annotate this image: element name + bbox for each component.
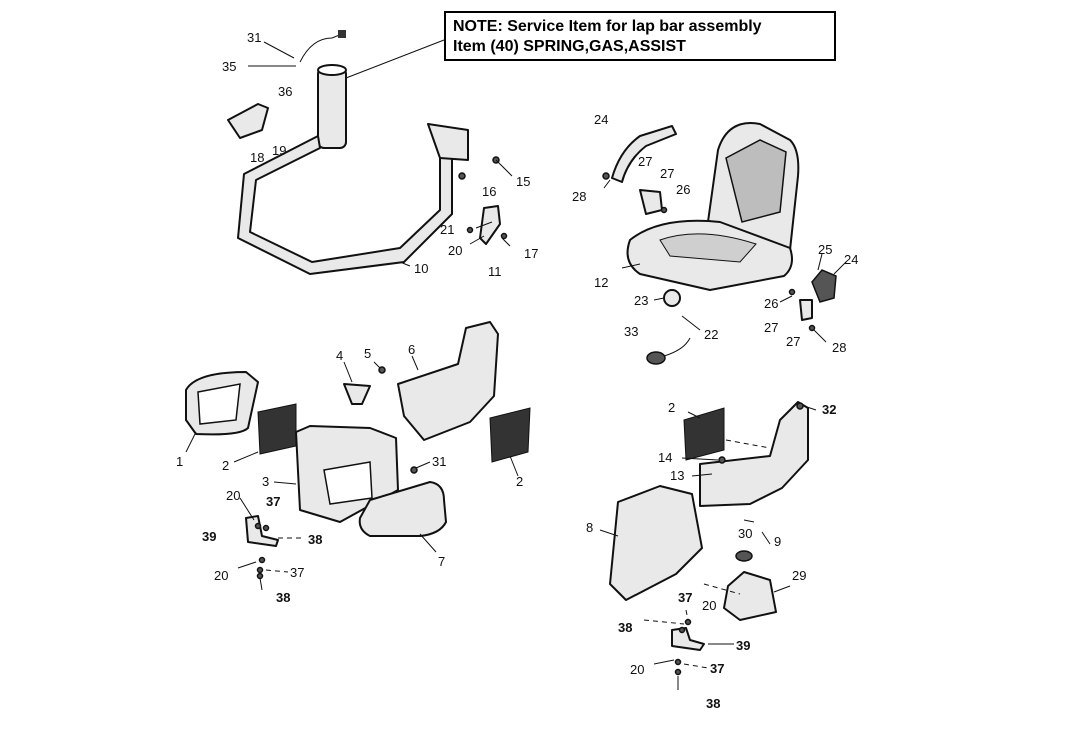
callout-26-b: 26 [764,296,778,311]
callout-7: 7 [438,554,445,569]
bracket-27 [639,189,663,215]
joystick-base-29 [723,571,777,621]
callout-2-rc: 2 [668,400,675,415]
callout-20-b: 20 [214,568,228,583]
callout-24-b: 24 [844,252,858,267]
left-console-assembly: 4 5 6 1 2 3 31 2 7 20 37 39 38 20 37 38 [176,321,531,605]
callout-37-rc-b: 37 [710,661,724,676]
callout-38-rc-b: 38 [706,696,720,711]
service-note-line-1: NOTE: Service Item for lap bar assembly [453,18,762,35]
callout-38: 38 [308,532,322,547]
bracket-27-right [799,299,813,321]
callout-33: 33 [624,324,638,339]
callout-8: 8 [586,520,593,535]
service-note-box: NOTE: Service Item for lap bar assembly … [444,11,836,61]
callout-31-left: 31 [432,454,446,469]
callout-28-b: 28 [832,340,846,355]
callout-17: 17 [524,246,538,261]
seat-assembly: 24 27 27 26 28 12 25 24 23 26 27 22 27 2… [572,112,858,365]
callout-35: 35 [222,59,236,74]
callout-25: 25 [818,242,832,257]
callout-20: 20 [448,243,462,258]
callout-27-d: 27 [786,334,800,349]
callout-38-rc: 38 [618,620,632,635]
wire-harness [299,33,343,63]
knob-30 [735,550,753,562]
callout-4: 4 [336,348,343,363]
callout-23: 23 [634,293,648,308]
callout-24: 24 [594,112,608,127]
console-body-8 [609,485,703,601]
callout-31: 31 [247,30,261,45]
callout-32: 32 [822,402,836,417]
callout-22: 22 [704,327,718,342]
right-console-assembly: 2 32 14 13 8 30 9 29 37 20 38 39 20 37 3… [586,400,836,711]
cup-holder-4 [343,383,371,405]
access-cover-7 [358,481,447,537]
seat-belt-24 [611,125,677,183]
callout-9: 9 [774,534,781,549]
seat-belt-buckle-25 [811,269,837,303]
callout-21: 21 [440,222,454,237]
service-note-line-2: Item (40) SPRING,GAS,ASSIST [453,38,686,55]
latch-plate-11 [479,205,501,245]
callout-37-rc: 37 [678,590,692,605]
callout-28: 28 [572,189,586,204]
bracket-18 [227,103,269,139]
grille-2-left [257,403,297,455]
console-panel-9 [699,401,809,507]
callout-20-rc: 20 [702,598,716,613]
gas-spring-housing [317,67,347,149]
callout-11: 11 [488,264,502,279]
callout-37-b: 37 [290,565,304,580]
callout-20-rc-b: 20 [630,662,644,677]
callout-19: 19 [272,143,286,158]
callout-6: 6 [408,342,415,357]
lap-bar-mount-plate [427,123,469,161]
callout-29: 29 [792,568,806,583]
lap-bar-assembly: 31 35 36 18 19 15 16 21 20 17 11 10 [222,30,538,279]
callout-10: 10 [414,261,428,276]
callout-27-b: 27 [660,166,674,181]
grille-2-right [489,407,531,463]
callout-36: 36 [278,84,292,99]
callout-18: 18 [250,150,264,165]
callout-14: 14 [658,450,672,465]
callout-16: 16 [482,184,496,199]
callout-26: 26 [676,182,690,197]
console-panel-6 [397,321,499,441]
callout-3: 3 [262,474,269,489]
callout-27: 27 [638,154,652,169]
seat-sensor-33 [646,351,666,365]
callout-2-right: 2 [516,474,523,489]
callout-12: 12 [594,275,608,290]
callout-1: 1 [176,454,183,469]
bracket-39-right [671,627,705,651]
callout-2: 2 [222,458,229,473]
lap-bar-frame [237,127,453,275]
bracket-39-left [245,515,279,547]
callout-38-b: 38 [276,590,290,605]
callout-5: 5 [364,346,371,361]
callout-30: 30 [738,526,752,541]
callout-27-c: 27 [764,320,778,335]
callout-39-rc: 39 [736,638,750,653]
seat-switch-23 [663,289,681,307]
grille-2 [683,407,725,461]
callout-13: 13 [670,468,684,483]
callout-15: 15 [516,174,530,189]
callout-37: 37 [266,494,280,509]
note-pointer-line [345,39,445,79]
harness-connector [338,30,346,38]
callout-39: 39 [202,529,216,544]
callout-20: 20 [226,488,240,503]
